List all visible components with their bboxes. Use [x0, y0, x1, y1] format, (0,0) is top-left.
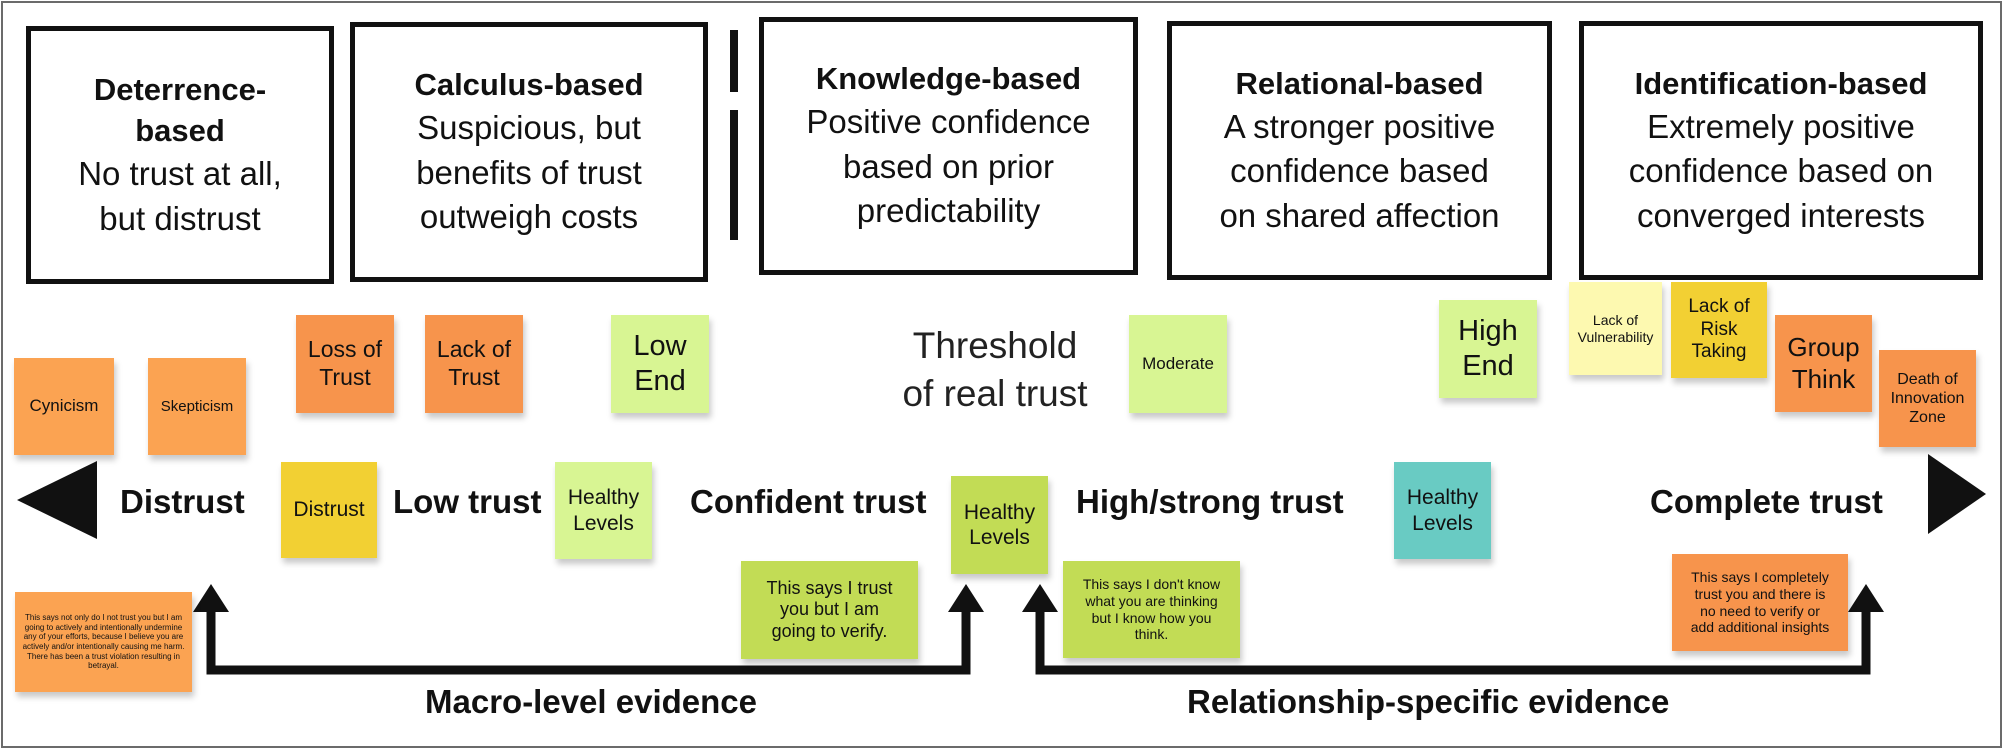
stage-description: Positive confidence based on prior predi…	[806, 103, 1091, 230]
left-arrow-icon	[17, 461, 97, 539]
note-moderate: Moderate	[1129, 315, 1227, 413]
up-arrow-icon	[1848, 584, 1884, 612]
stage-description: Suspicious, but benefits of trust outwei…	[416, 109, 642, 236]
note-high-end: High End	[1439, 300, 1537, 398]
note-lack-of-vulnerability: Lack of Vulnerability	[1569, 282, 1662, 375]
threshold-of-real-trust: Threshold of real trust	[902, 325, 1088, 415]
note-loss-of-trust: Loss of Trust	[296, 315, 394, 413]
label-macro-level-evidence: Macro-level evidence	[425, 683, 757, 720]
stage-deterrence-based: Deterrence- based No trust at all, but d…	[26, 26, 334, 284]
stage-description: No trust at all, but distrust	[78, 155, 282, 237]
stage-knowledge-based: Knowledge-based Positive confidence base…	[759, 17, 1138, 275]
label-low-trust: Low trust	[393, 483, 542, 520]
note-healthy-levels-low: Healthy Levels	[555, 462, 652, 559]
label-high-strong-trust: High/strong trust	[1076, 483, 1344, 520]
note-distrust-detail: This says not only do I not trust you bu…	[15, 592, 192, 692]
note-death-of-innovation-zone: Death of Innovation Zone	[1879, 350, 1976, 447]
note-low-end: Low End	[611, 315, 709, 413]
up-arrow-icon	[193, 584, 229, 612]
stage-title: Calculus-based	[414, 67, 644, 103]
note-group-think: Group Think	[1775, 315, 1872, 412]
note-lack-of-risk-taking: Lack of Risk Taking	[1671, 282, 1767, 378]
stage-description: A stronger positive confidence based on …	[1219, 107, 1500, 234]
label-distrust: Distrust	[120, 483, 245, 520]
note-distrust: Distrust	[281, 462, 377, 558]
right-arrow-icon	[1928, 454, 1986, 534]
stage-relational-based: Relational-based A stronger positive con…	[1167, 21, 1552, 280]
note-healthy-levels-confident: Healthy Levels	[951, 476, 1048, 574]
macro-bracket-line	[206, 605, 971, 675]
note-lack-of-trust: Lack of Trust	[425, 315, 523, 413]
up-arrow-icon	[1022, 584, 1058, 612]
stage-title: Knowledge-based	[815, 61, 1082, 97]
stage-description: Extremely positive confidence based on c…	[1628, 107, 1934, 234]
note-know-how-you-think: This says I don't know what you are thin…	[1063, 561, 1240, 658]
label-complete-trust: Complete trust	[1650, 483, 1883, 520]
note-healthy-levels-high: Healthy Levels	[1394, 462, 1491, 559]
stage-title: Relational-based	[1235, 65, 1484, 101]
up-arrow-icon	[948, 584, 984, 612]
relationship-bracket-line	[1035, 605, 1871, 675]
label-relationship-specific-evidence: Relationship-specific evidence	[1187, 683, 1670, 720]
stage-title: Deterrence- based	[93, 71, 267, 149]
divider-bottom	[730, 110, 738, 240]
divider-top	[730, 30, 738, 92]
stage-title: Identification-based	[1634, 65, 1928, 101]
stage-identification-based: Identification-based Extremely positive …	[1579, 21, 1983, 280]
note-trust-but-verify: This says I trust you but I am going to …	[741, 561, 918, 659]
note-skepticism: Skepticism	[148, 358, 246, 455]
stage-calculus-based: Calculus-based Suspicious, but benefits …	[350, 22, 708, 282]
label-confident-trust: Confident trust	[690, 483, 927, 520]
note-complete-trust-detail: This says I completely trust you and the…	[1672, 554, 1848, 651]
note-cynicism: Cynicism	[14, 358, 114, 455]
